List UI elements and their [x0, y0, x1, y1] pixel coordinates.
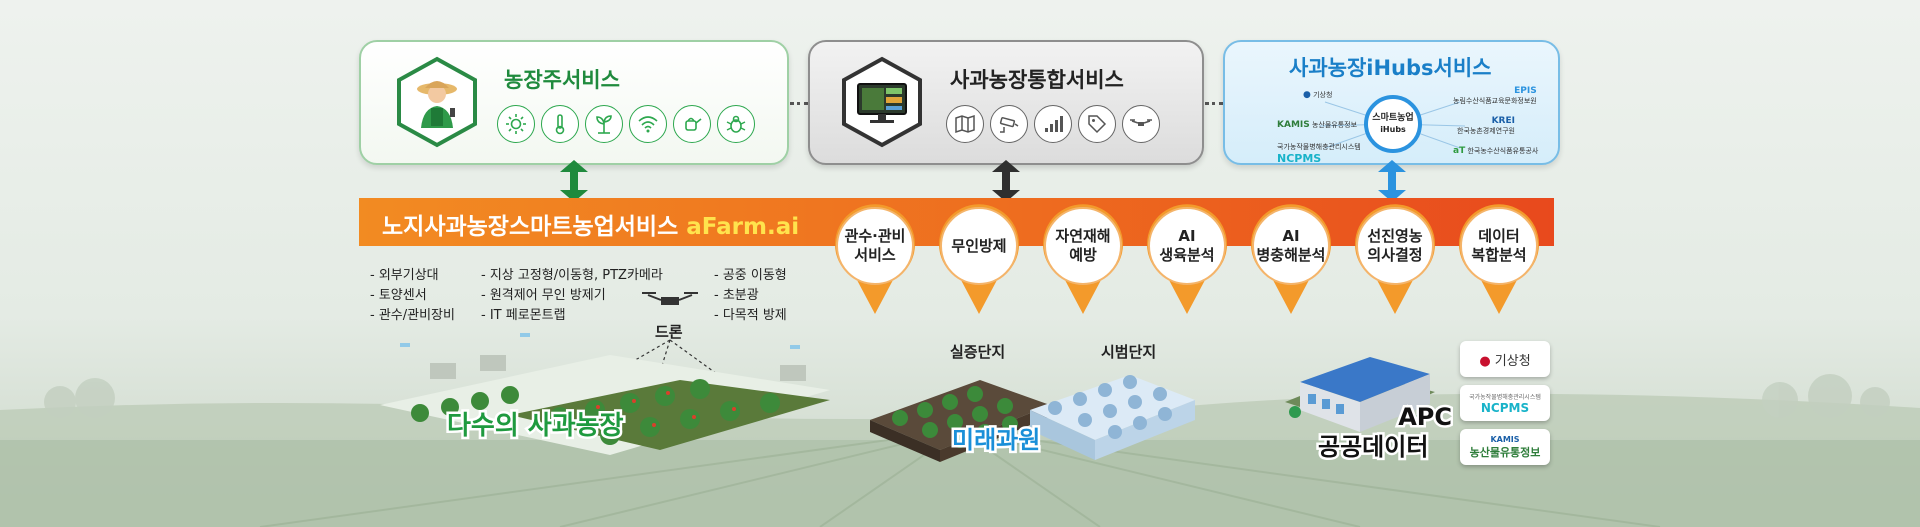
- demo-site-label: 실증단지: [950, 343, 1006, 361]
- apc-line2: 공공데이터: [1316, 431, 1431, 464]
- arrow-farmer-band: [560, 160, 588, 202]
- thermometer-icon: [541, 105, 579, 143]
- connector-dotted-1: [790, 102, 808, 107]
- band-title: 노지사과농장스마트농업서비스: [382, 214, 679, 240]
- service-pin-label: AI 생육분석: [1159, 227, 1215, 264]
- service-pin: [1147, 204, 1227, 314]
- equipment-item: - 초분광: [714, 288, 759, 303]
- service-pin: [1043, 204, 1123, 314]
- band-brand: aFarm.ai: [686, 214, 800, 240]
- farmer-avatar-icon: [397, 56, 477, 148]
- equipment-list-1: - 외부기상대 - 토양센서 - 관수/관비장비: [370, 266, 455, 326]
- drone-label: 드론: [655, 323, 683, 341]
- map-icon: [946, 105, 984, 143]
- service-pin-label: 무인방제: [951, 236, 1007, 255]
- hub-connector-lines: [1319, 95, 1466, 153]
- dashboard-monitor-icon: [842, 56, 922, 148]
- service-pin: [939, 204, 1019, 314]
- apc-line1: APC: [1396, 401, 1455, 434]
- service-pin-label: 자연재해 예방: [1055, 227, 1111, 264]
- hub-line1: 스마트농업: [1372, 113, 1414, 123]
- cctv-camera-icon: [990, 105, 1028, 143]
- orchards-illustration: [380, 292, 830, 455]
- arrow-ihubs-band: [1378, 160, 1406, 202]
- service-pin: [1355, 204, 1435, 314]
- apc-building-illustration: [1285, 357, 1435, 432]
- future-orchard-illustration: [870, 375, 1195, 462]
- integrated-service-title: 사과농장통합서비스: [950, 68, 1124, 92]
- signal-bars-icon: [1034, 105, 1072, 143]
- sun-icon: [497, 105, 535, 143]
- future-orchard-label: 미래과원: [949, 424, 1042, 457]
- equipment-item: - 원격제어 무인 방제기: [481, 288, 606, 303]
- equipment-item: - 토양센서: [370, 288, 427, 303]
- service-pin: [1251, 204, 1331, 314]
- equipment-item: - 다목적 방제: [714, 308, 787, 323]
- hub-label: 스마트농업 iHubs: [1366, 112, 1420, 136]
- logo-ncpms: 국가농작물병해충관리시스템 NCPMS: [1460, 385, 1550, 421]
- arrow-integrated-band: [992, 160, 1020, 202]
- equipment-list-2: - 지상 고정형/이동형, PTZ카메라 - 원격제어 무인 방제기 - IT …: [481, 266, 663, 326]
- service-pin-label: AI 병충해분석: [1256, 227, 1326, 264]
- service-pin-label: 선진영농 의사결정: [1367, 227, 1423, 264]
- orchards-label: 다수의 사과농장: [445, 409, 626, 444]
- equipment-item: - 공중 이동형: [714, 268, 787, 283]
- hub-logo-at: aT 한국농수산식품유통공사: [1453, 146, 1539, 156]
- service-pin-label: 데이터 복합분석: [1471, 227, 1527, 264]
- logo-kamis: KAMIS 농산물유통정보: [1460, 429, 1550, 465]
- service-pin: [1459, 204, 1539, 314]
- equipment-list-3: - 공중 이동형 - 초분광 - 다목적 방제: [714, 266, 787, 326]
- watering-can-icon: [673, 105, 711, 143]
- logo-kma: ● 기상청: [1460, 341, 1550, 377]
- pilot-site-label: 시범단지: [1101, 343, 1157, 361]
- service-pin-label: 관수·관비 서비스: [844, 227, 906, 264]
- hub-logo-kamis: KAMIS 농산물유통정보: [1277, 120, 1358, 130]
- service-pin: [835, 204, 915, 314]
- equipment-item: - 외부기상대: [370, 268, 439, 283]
- hub-logo-kma: ● 기상청: [1303, 90, 1333, 100]
- ihubs-service-title: 사과농장iHubs서비스: [1289, 56, 1492, 80]
- hub-line2: iHubs: [1380, 125, 1406, 134]
- tag-icon: [1078, 105, 1116, 143]
- wifi-icon: [629, 105, 667, 143]
- band-title-group: 노지사과농장스마트농업서비스 aFarm.ai: [382, 207, 799, 241]
- farmer-service-card: 농장주서비스: [359, 40, 789, 165]
- bug-icon: [717, 105, 755, 143]
- equipment-item: - 지상 고정형/이동형, PTZ카메라: [481, 268, 663, 283]
- apc-label: APC 공공데이터: [1316, 401, 1468, 464]
- equipment-item: - 관수/관비장비: [370, 308, 455, 323]
- equipment-item: - IT 페로몬트랩: [481, 308, 566, 323]
- connector-dotted-2: [1205, 102, 1223, 107]
- integrated-service-card: 사과농장통합서비스: [808, 40, 1204, 165]
- sprout-icon: [585, 105, 623, 143]
- drone-icon: [1122, 105, 1160, 143]
- farmer-service-title: 농장주서비스: [504, 68, 620, 92]
- drone-icon: [642, 292, 698, 305]
